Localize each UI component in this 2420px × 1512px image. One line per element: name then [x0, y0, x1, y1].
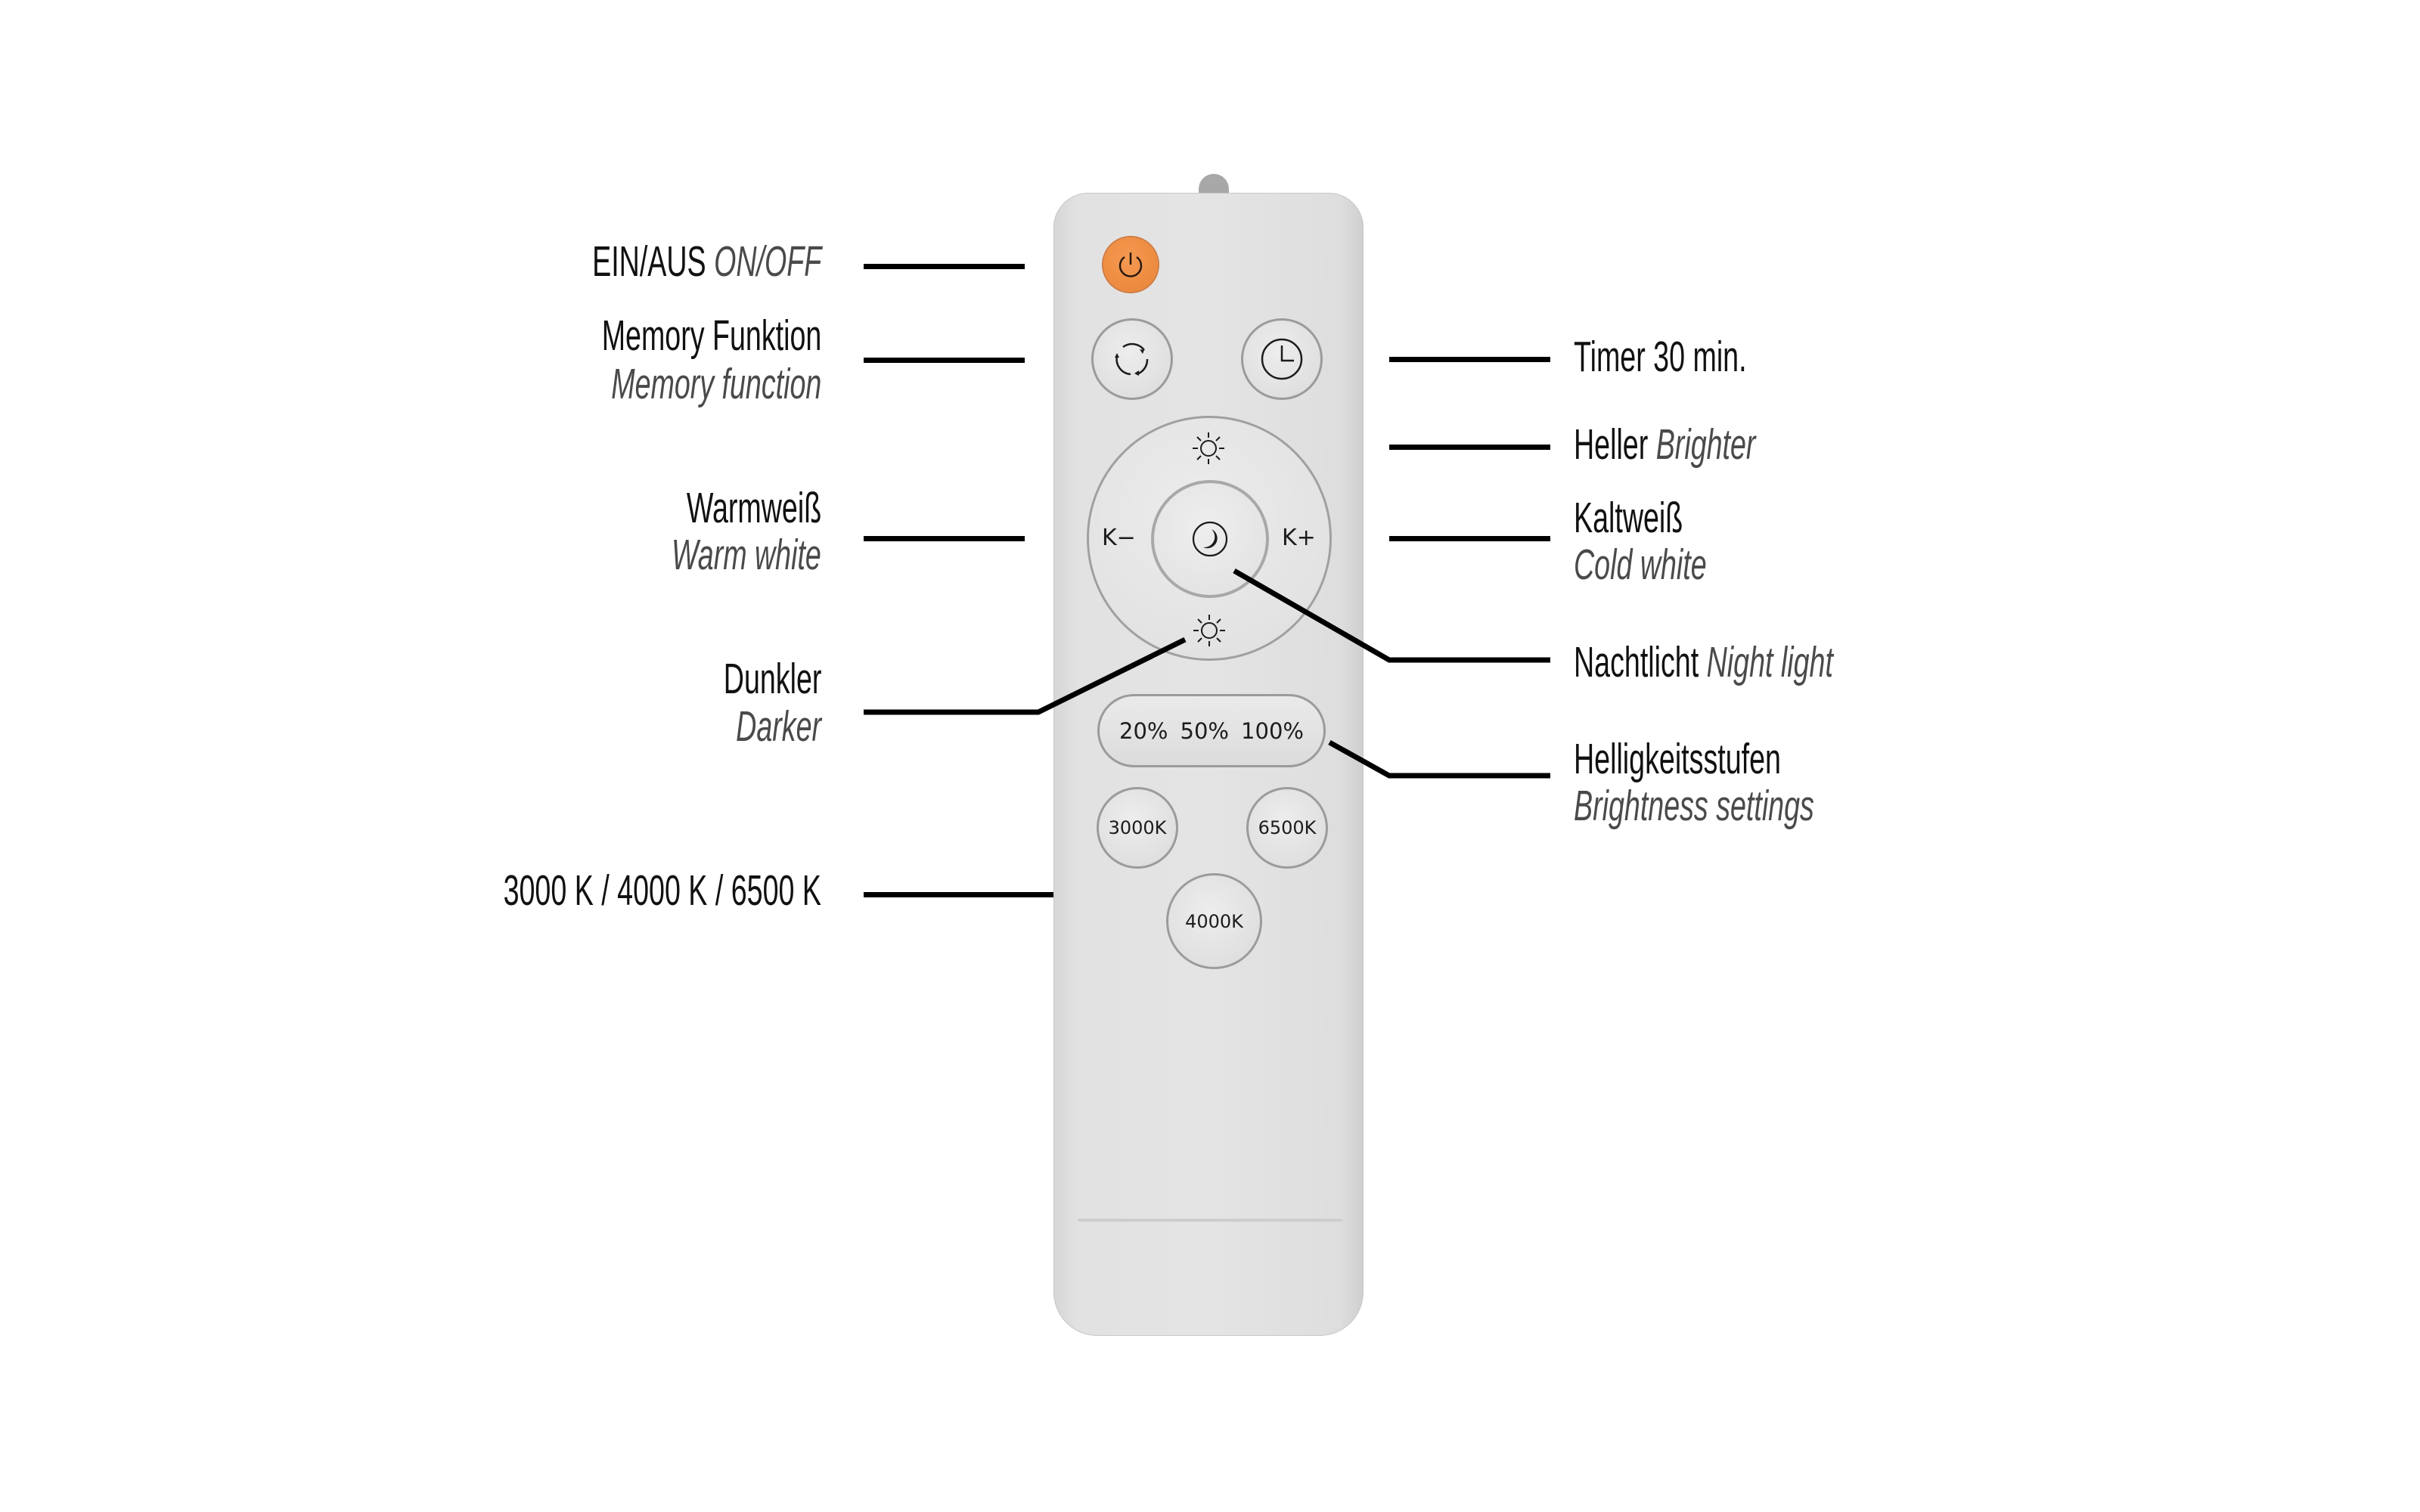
clock-icon	[1261, 338, 1303, 380]
label-night-light-en: Night light	[1706, 638, 1833, 686]
label-cold-white-en: Cold white	[1574, 544, 1775, 587]
leader-line-cold-white	[1389, 536, 1550, 541]
leader-line-brighter	[1389, 445, 1550, 450]
leader-line-warm-white	[864, 536, 1025, 541]
label-night-light-de: Nachtlicht	[1574, 638, 1699, 686]
label-cold-white: Kaltweiß	[1574, 497, 1739, 540]
brightness-50-button[interactable]: 50%	[1180, 717, 1229, 744]
leader-line-timer	[1389, 357, 1550, 362]
label-brightness-de: Helligkeitsstufen	[1574, 735, 1781, 783]
darker-button[interactable]	[1192, 613, 1227, 648]
cold-white-button[interactable]: K+	[1282, 525, 1316, 551]
label-warm-white-de: Warmweiß	[686, 484, 821, 532]
memory-button[interactable]	[1091, 318, 1173, 400]
4000k-label: 4000K	[1185, 910, 1243, 932]
label-on-off-en: ON/OFF	[713, 237, 821, 286]
label-brighter-en: Brighter	[1655, 420, 1756, 469]
label-cold-white-de: Kaltweiß	[1574, 494, 1683, 542]
label-timer-text: Timer 30 min.	[1574, 333, 1747, 381]
label-brighter: Heller Brighter	[1574, 423, 1849, 466]
label-memory-en: Memory function	[503, 363, 821, 406]
leader-line-darker	[864, 637, 1187, 715]
label-warm-white-en: Warm white	[594, 534, 821, 577]
label-kelvin: 3000 K / 4000 K / 6500 K	[340, 869, 821, 912]
brighter-button[interactable]	[1191, 431, 1226, 466]
label-brightness-en: Brightness settings	[1574, 785, 1938, 828]
cycle-arrows-icon	[1115, 342, 1149, 376]
label-memory-de: Memory Funktion	[601, 311, 821, 360]
3000k-button[interactable]: 3000K	[1097, 787, 1178, 869]
sun-icon	[1193, 615, 1225, 646]
leader-line-night-light	[1233, 568, 1550, 663]
sun-icon	[1193, 432, 1224, 464]
brightness-20-button[interactable]: 20%	[1119, 717, 1168, 744]
leader-line-on-off	[864, 264, 1025, 269]
label-warm-white: Warmweiß	[617, 487, 821, 530]
label-brightness-en-text: Brightness settings	[1574, 782, 1814, 830]
label-night-light: Nachtlicht Night light	[1574, 641, 1967, 684]
power-icon	[1118, 253, 1143, 277]
battery-cover-groove	[1078, 1219, 1342, 1222]
brightness-levels-bar: 20% 50% 100%	[1097, 694, 1326, 767]
label-memory-en-text: Memory function	[610, 360, 821, 408]
leader-line-kelvin	[864, 892, 1121, 897]
timer-button[interactable]	[1241, 318, 1323, 400]
3000k-label: 3000K	[1108, 817, 1167, 838]
leader-line-brightness	[1328, 739, 1550, 779]
label-kelvin-text: 3000 K / 4000 K / 6500 K	[503, 866, 821, 915]
label-darker-de: Dunkler	[723, 655, 821, 703]
leader-line-memory	[864, 358, 1025, 363]
warm-white-button[interactable]: K−	[1102, 525, 1136, 551]
power-button[interactable]	[1103, 237, 1158, 292]
brightness-100-button[interactable]: 100%	[1241, 717, 1304, 744]
4000k-button[interactable]: 4000K	[1166, 873, 1262, 969]
moon-icon	[1192, 521, 1228, 557]
label-memory: Memory Funktion	[489, 314, 821, 358]
label-on-off: EIN/AUS ON/OFF	[474, 240, 821, 284]
label-warm-white-en-text: Warm white	[672, 531, 821, 579]
label-timer: Timer 30 min.	[1574, 336, 1835, 379]
label-cold-white-en-text: Cold white	[1574, 541, 1707, 589]
label-on-off-de: EIN/AUS	[591, 237, 706, 286]
6500k-button[interactable]: 6500K	[1246, 787, 1328, 869]
label-darker: Dunkler	[673, 658, 821, 701]
label-darker-en-text: Darker	[736, 702, 821, 751]
6500k-label: 6500K	[1258, 817, 1317, 838]
label-brighter-de: Heller	[1574, 420, 1649, 469]
label-darker-en: Darker	[692, 705, 821, 748]
label-brightness: Helligkeitsstufen	[1574, 738, 1888, 781]
